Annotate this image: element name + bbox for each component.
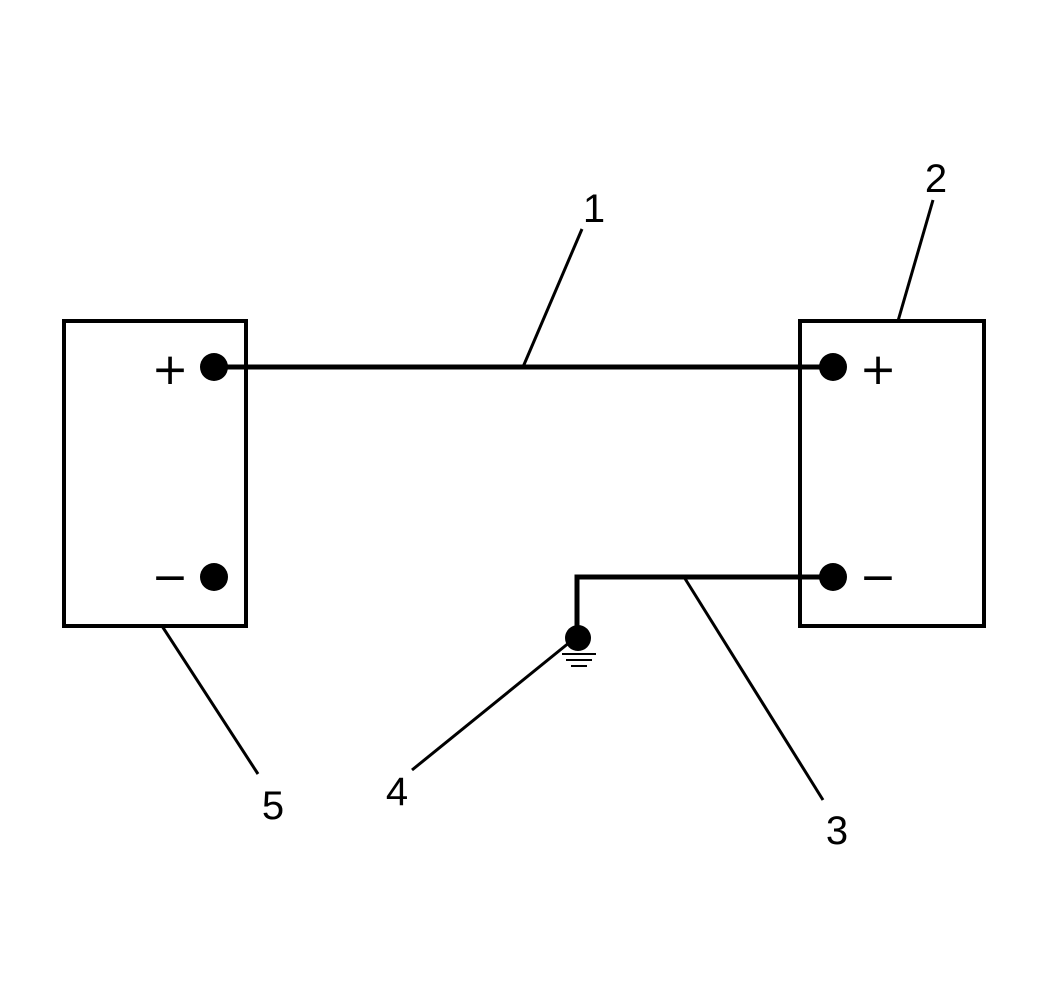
callout-1-leader bbox=[521, 228, 584, 368]
ground-icon bbox=[562, 625, 596, 667]
negative-jumper-cable bbox=[574, 574, 836, 641]
right-battery-body bbox=[798, 319, 986, 628]
callout-5-label: 5 bbox=[262, 784, 284, 828]
callout-3-leader bbox=[682, 576, 825, 801]
left-battery-positive-sign: + bbox=[152, 344, 189, 395]
callout-4-label: 4 bbox=[386, 770, 408, 814]
callout-1-label: 1 bbox=[583, 187, 605, 231]
callout-2-leader bbox=[896, 199, 935, 322]
right-battery-negative-sign: − bbox=[860, 552, 897, 603]
left-battery-body bbox=[62, 319, 248, 628]
right-battery-positive-sign: + bbox=[860, 344, 897, 395]
right-battery: + − bbox=[798, 319, 986, 628]
left-battery-negative-sign: − bbox=[152, 552, 189, 603]
callout-4-leader bbox=[411, 640, 571, 772]
callout-2-label: 2 bbox=[925, 157, 947, 201]
ground-point-terminal bbox=[565, 625, 591, 651]
left-battery-negative-terminal bbox=[200, 563, 228, 591]
callout-5-leader bbox=[160, 625, 260, 775]
callout-3-label: 3 bbox=[826, 809, 848, 853]
